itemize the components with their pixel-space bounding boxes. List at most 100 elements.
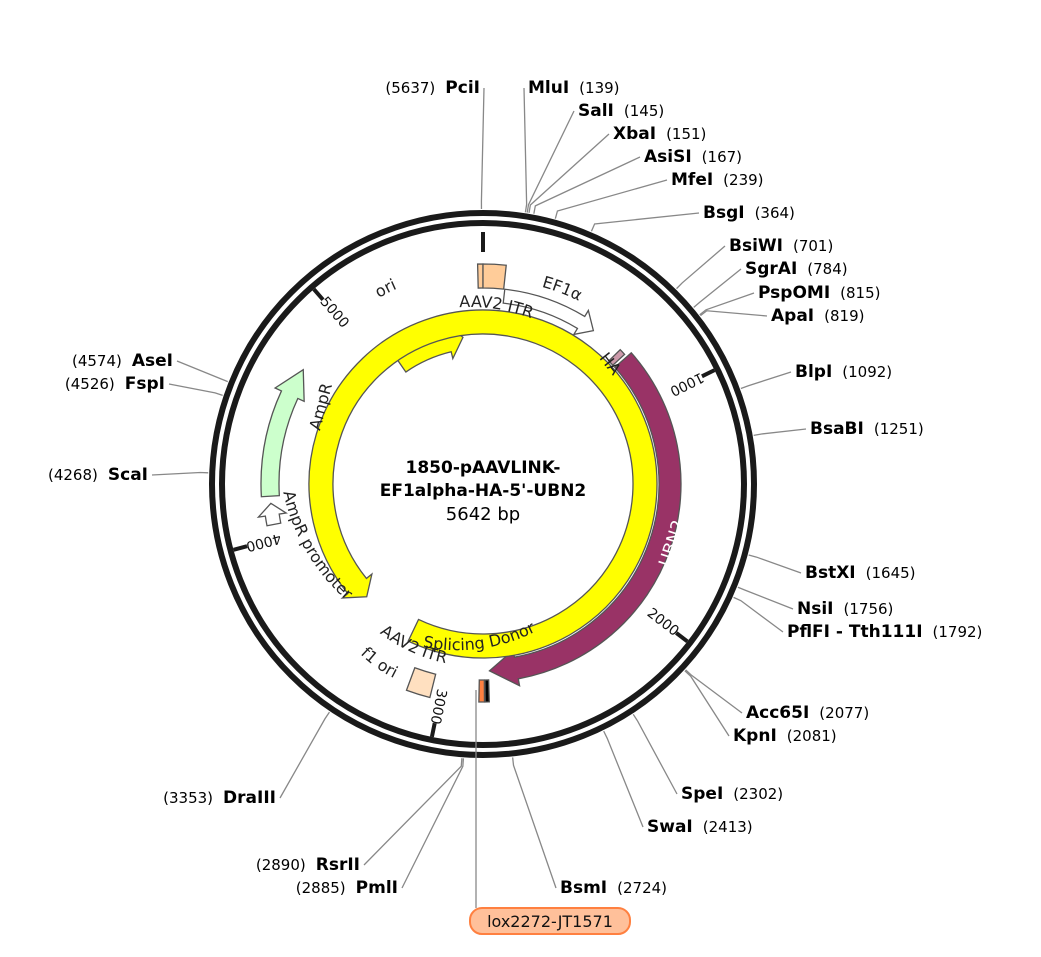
site-position: (1092)	[842, 363, 892, 381]
site-leader	[632, 713, 678, 795]
site-leader	[753, 428, 807, 437]
site-position: (151)	[666, 125, 706, 143]
site-leader	[699, 292, 755, 316]
site-name[interactable]: BsiWI	[729, 236, 783, 256]
site-leader	[480, 87, 485, 210]
site-name[interactable]: PflFI - Tth111I	[787, 622, 923, 642]
tick-mark	[675, 631, 689, 644]
site-name[interactable]: PspOMI	[758, 283, 830, 303]
site-leader	[700, 310, 768, 317]
site-leader	[401, 758, 465, 889]
site-leader	[748, 554, 802, 574]
site-leader	[168, 383, 223, 397]
features-layer	[256, 263, 682, 703]
site-name[interactable]: SalI	[578, 101, 614, 121]
site-name[interactable]: PmlI	[356, 878, 398, 898]
aav2-itr-bottom-feature	[405, 666, 437, 699]
ampr-feature	[260, 368, 305, 498]
site-name[interactable]: RsrII	[316, 855, 360, 875]
site-position: (364)	[755, 204, 795, 222]
site-leader	[737, 586, 794, 610]
tick-mark	[429, 722, 437, 738]
f1-ori-feature	[308, 309, 658, 659]
tick-label: 1000	[667, 369, 706, 399]
site-name[interactable]: Acc65I	[746, 703, 809, 723]
site-leader	[279, 711, 330, 799]
ef1a-feature	[502, 288, 595, 336]
site-leader	[176, 360, 229, 383]
site-leader	[693, 268, 742, 308]
site-leader	[533, 156, 641, 214]
site-name[interactable]: DraIII	[223, 788, 276, 808]
lox-badge[interactable]	[469, 907, 631, 935]
site-position: (2724)	[617, 879, 667, 897]
tick-mark	[312, 287, 325, 302]
site-leader	[554, 179, 668, 219]
site-name[interactable]: AseI	[132, 351, 173, 371]
site-position: (4574)	[72, 352, 122, 370]
site-position: (4268)	[48, 466, 98, 484]
splicing-donor-feature	[484, 679, 490, 703]
site-position: (2885)	[296, 879, 346, 897]
site-position: (1645)	[866, 564, 916, 582]
site-position: (139)	[579, 79, 619, 97]
backbone-inner-ring	[219, 220, 747, 748]
ubn2-feature	[488, 351, 682, 687]
backbone-outer-ring	[209, 210, 757, 758]
site-position: (5637)	[385, 79, 435, 97]
site-leader	[684, 670, 730, 737]
site-leader	[528, 133, 610, 213]
lox-badge-label: lox2272-JT1571	[487, 912, 613, 931]
site-position: (239)	[723, 171, 763, 189]
site-leader	[676, 245, 726, 290]
site-leader	[740, 371, 792, 390]
site-name[interactable]: MfeI	[671, 170, 713, 190]
site-name[interactable]: XbaI	[613, 124, 656, 144]
tick-label: 4000	[244, 530, 283, 555]
plasmid-name-line2: EF1alpha-HA-5'-UBN2	[380, 481, 587, 501]
site-name[interactable]: FspI	[125, 374, 165, 394]
site-position: (701)	[793, 237, 833, 255]
aav2-itr-top-feature	[476, 263, 484, 289]
site-position: (145)	[624, 102, 664, 120]
site-position: (167)	[702, 148, 742, 166]
plasmid-name-line1: 1850-pAAVLINK-	[406, 458, 561, 478]
ha-feature	[607, 348, 626, 367]
site-name[interactable]: ScaI	[108, 465, 148, 485]
site-leader	[363, 758, 463, 866]
site-name[interactable]: SgrAI	[745, 259, 797, 279]
site-name[interactable]: SpeI	[681, 784, 723, 804]
site-name[interactable]: SwaI	[647, 817, 693, 837]
aav2-itr-top-feature-b	[482, 263, 507, 290]
site-position: (2302)	[733, 785, 783, 803]
site-leader	[590, 212, 700, 232]
tick-label: 5000	[316, 294, 351, 331]
site-position: (4526)	[65, 375, 115, 393]
tick-mark	[233, 544, 248, 552]
site-position: (2890)	[256, 856, 306, 874]
site-position: (815)	[840, 284, 880, 302]
site-name[interactable]: BsgI	[703, 203, 745, 223]
site-leader	[523, 87, 528, 213]
site-leader	[151, 471, 209, 476]
site-position: (1792)	[933, 623, 983, 641]
site-name[interactable]: NsiI	[797, 599, 834, 619]
site-name[interactable]: BstXI	[805, 563, 856, 583]
site-name[interactable]: BsmI	[560, 878, 607, 898]
site-position: (3353)	[163, 789, 213, 807]
site-position: (2077)	[819, 704, 869, 722]
site-position: (2081)	[787, 727, 837, 745]
site-name[interactable]: AsiSI	[644, 147, 692, 167]
site-name[interactable]: ApaI	[771, 306, 814, 326]
site-leader	[733, 596, 784, 633]
site-position: (1756)	[844, 600, 894, 618]
ampr-promoter-feature	[256, 502, 288, 527]
site-name[interactable]: PciI	[445, 78, 480, 98]
site-name[interactable]: BlpI	[795, 362, 832, 382]
site-leader	[685, 669, 743, 714]
site-name[interactable]: BsaBI	[810, 419, 864, 439]
site-name[interactable]: KpnI	[733, 726, 777, 746]
site-position: (784)	[807, 260, 847, 278]
site-name[interactable]: MluI	[528, 78, 569, 98]
site-position: (819)	[824, 307, 864, 325]
